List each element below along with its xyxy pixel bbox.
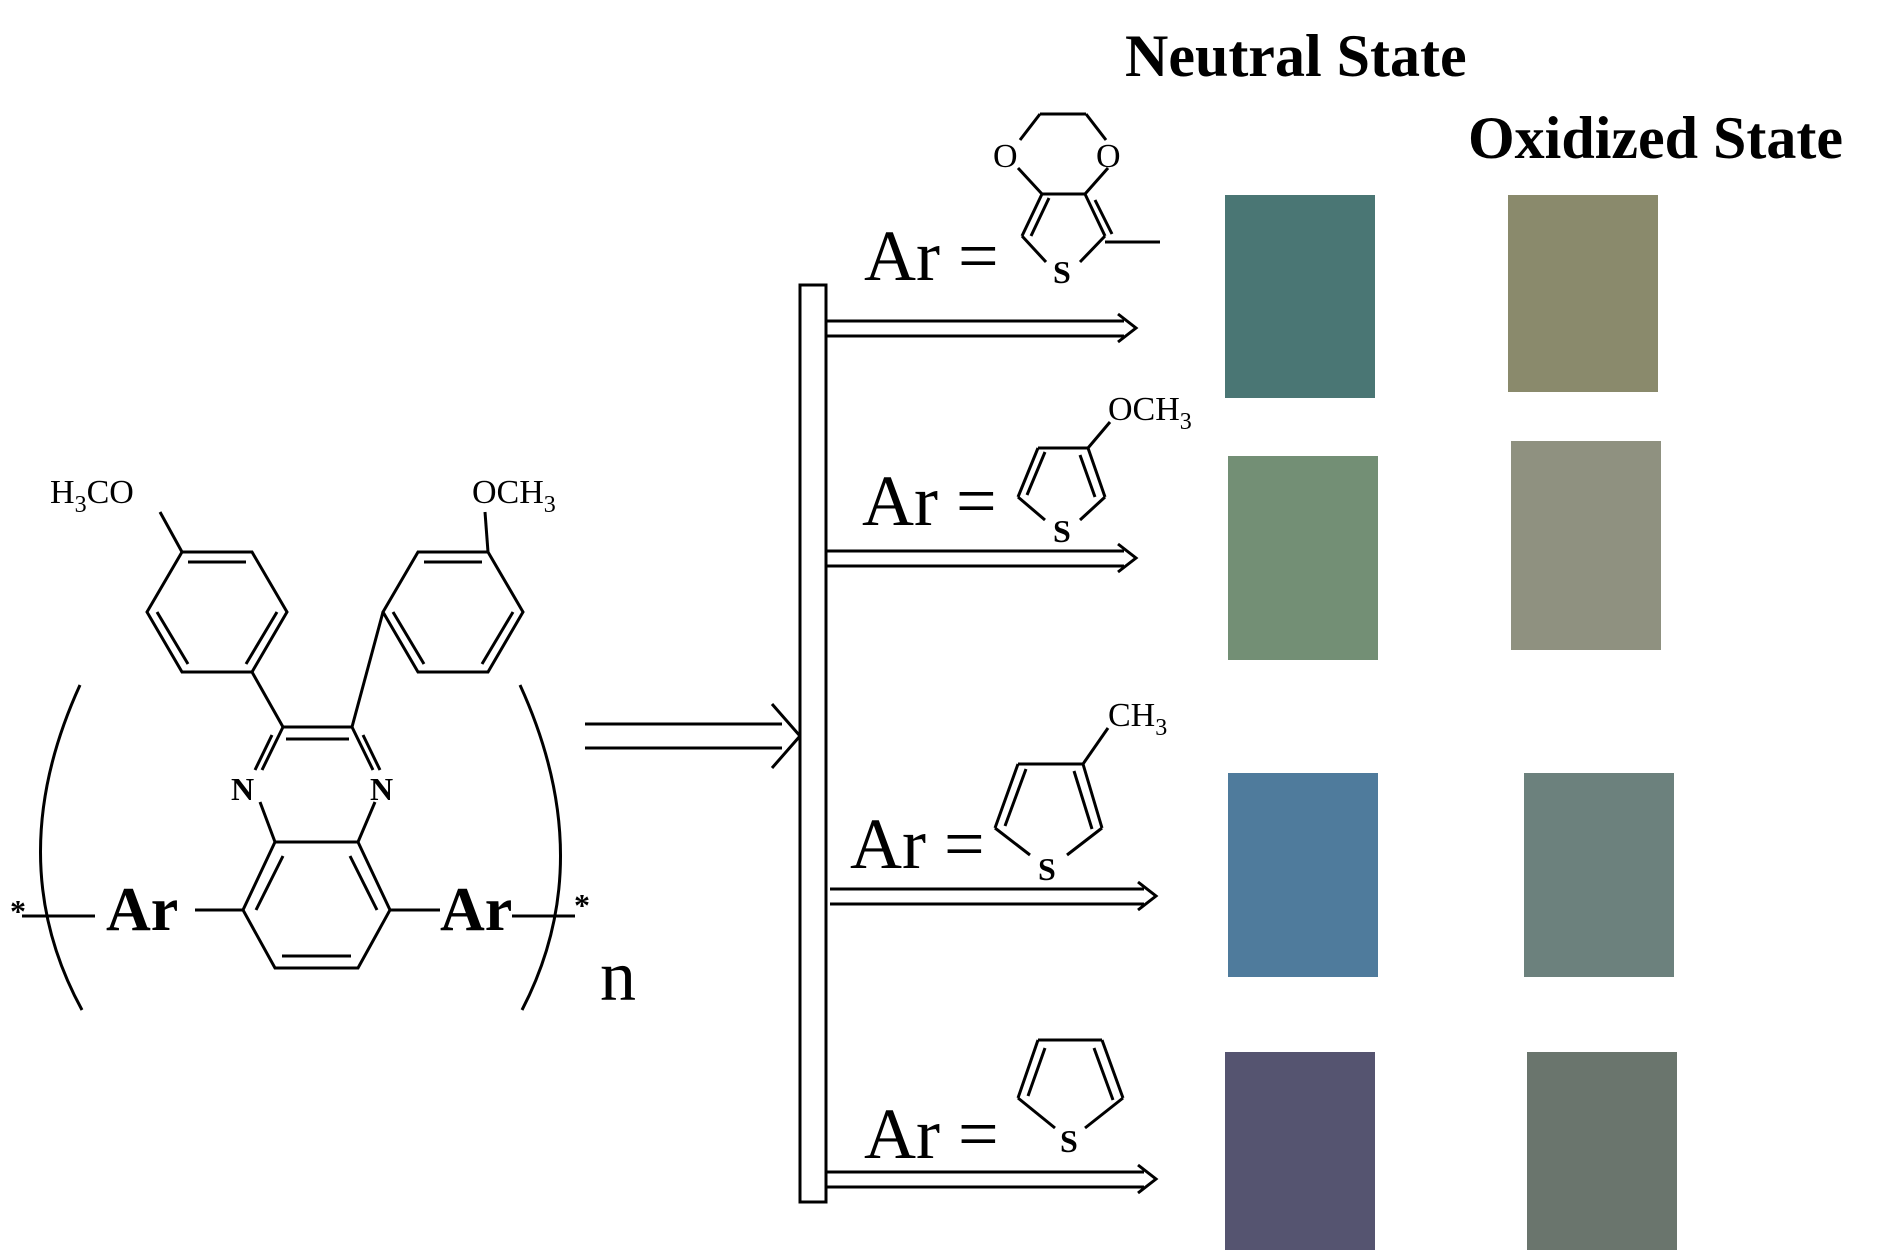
row-1-oxidized-swatch bbox=[1508, 195, 1658, 392]
methoxythiophene-sulfur: S bbox=[1053, 513, 1071, 549]
nitrogen-label-right: N bbox=[370, 771, 393, 807]
row-thiophene: Ar = S bbox=[826, 1038, 1677, 1250]
main-arrow bbox=[585, 703, 802, 769]
right-bracket bbox=[518, 684, 562, 1011]
methoxy-group-label: OCH3 bbox=[1108, 391, 1192, 435]
benzo-ring bbox=[241, 840, 392, 970]
edot-structure: O O S bbox=[993, 112, 1160, 290]
row-1-neutral-swatch bbox=[1225, 195, 1375, 398]
end-group-right: * bbox=[574, 887, 590, 923]
left-methoxyphenyl-ring bbox=[145, 511, 289, 674]
right-methoxy-label: OCH3 bbox=[472, 474, 556, 518]
ar-label-left: Ar bbox=[106, 876, 178, 944]
row-3-neutral-swatch bbox=[1228, 773, 1378, 977]
neutral-state-header: Neutral State bbox=[1125, 23, 1467, 89]
branch-bar bbox=[798, 283, 828, 1204]
left-bracket bbox=[39, 684, 84, 1011]
row-4-neutral-swatch bbox=[1225, 1052, 1375, 1250]
edot-oxygen-left: O bbox=[993, 138, 1018, 175]
row-2-oxidized-swatch bbox=[1511, 441, 1661, 650]
row-edot: Ar = O O S bbox=[826, 112, 1658, 398]
polymer-structure: H3CO OCH3 N N Ar Ar * * n bbox=[10, 474, 636, 1016]
row-3-ar-label: Ar = bbox=[850, 804, 985, 884]
end-group-left: * bbox=[10, 893, 26, 929]
methylthiophene-sulfur: S bbox=[1038, 851, 1056, 887]
methyl-group-label: CH3 bbox=[1108, 697, 1167, 741]
methylthiophene-structure: S CH3 bbox=[993, 697, 1167, 887]
row-1-ar-label: Ar = bbox=[864, 216, 999, 296]
ar-label-right: Ar bbox=[440, 876, 512, 944]
thiophene-structure: S bbox=[1016, 1038, 1125, 1159]
nitrogen-label-left: N bbox=[231, 771, 254, 807]
methoxythiophene-structure: S OCH3 bbox=[1016, 391, 1192, 549]
row-methoxythiophene: Ar = S OCH3 bbox=[826, 391, 1661, 660]
right-methoxyphenyl-ring bbox=[381, 511, 525, 674]
row-3-arrow bbox=[830, 880, 1159, 912]
row-4-ar-label: Ar = bbox=[864, 1094, 999, 1174]
pyrazine-ring bbox=[253, 725, 382, 843]
row-4-arrow bbox=[826, 1163, 1159, 1195]
edot-oxygen-right: O bbox=[1096, 138, 1121, 175]
row-methylthiophene: Ar = S CH3 bbox=[830, 697, 1674, 977]
row-4-oxidized-swatch bbox=[1527, 1052, 1677, 1250]
row-2-arrow bbox=[826, 542, 1139, 574]
edot-sulfur: S bbox=[1053, 254, 1071, 290]
row-1-arrow bbox=[826, 312, 1139, 344]
row-3-oxidized-swatch bbox=[1524, 773, 1674, 977]
left-methoxy-label: H3CO bbox=[50, 474, 134, 518]
row-2-neutral-swatch bbox=[1228, 456, 1378, 660]
thiophene-sulfur: S bbox=[1060, 1123, 1078, 1159]
oxidized-state-header: Oxidized State bbox=[1468, 105, 1843, 171]
row-2-ar-label: Ar = bbox=[862, 461, 997, 541]
repeat-unit-n: n bbox=[600, 936, 636, 1016]
